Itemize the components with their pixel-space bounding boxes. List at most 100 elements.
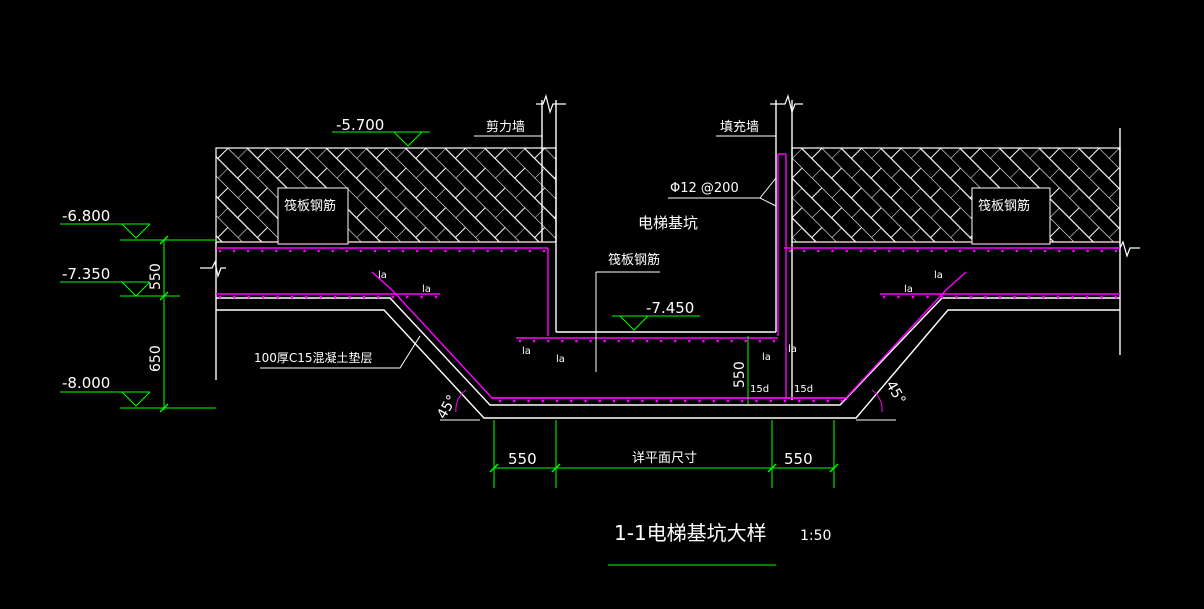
rebar-dot bbox=[405, 295, 409, 299]
drawing-scale: 1:50 bbox=[800, 528, 831, 544]
rebar-dot bbox=[845, 249, 848, 253]
rebar-dot bbox=[541, 399, 545, 403]
rebar-dot bbox=[261, 295, 265, 299]
rebar-dot bbox=[740, 399, 744, 403]
raft-rebar-label-right: 筏板钢筋 bbox=[978, 198, 1030, 214]
rebar-dot bbox=[1001, 249, 1004, 253]
drawing-title: 1-1电梯基坑大样 bbox=[614, 521, 767, 545]
elevation-pit-bottom: -8.000 bbox=[62, 374, 110, 392]
rebar-dot bbox=[840, 399, 844, 403]
infill-wall-label: 填充墙 bbox=[720, 119, 759, 135]
rebar-dot bbox=[955, 295, 958, 299]
rebar-dot bbox=[247, 295, 251, 299]
rebar-dot bbox=[783, 399, 787, 403]
dim-pit-depth: 650 bbox=[148, 345, 164, 372]
rebar-dot bbox=[972, 249, 976, 253]
rebar-dot bbox=[1043, 249, 1047, 253]
rebar-dot bbox=[575, 339, 578, 343]
rebar-dot bbox=[387, 249, 391, 253]
raft-rebar-label-left: 筏板钢筋 bbox=[284, 198, 336, 214]
rebar-dot bbox=[859, 249, 863, 253]
rebar-dot bbox=[233, 295, 236, 299]
rebar-dot bbox=[817, 249, 820, 253]
rebar-dot bbox=[716, 339, 719, 343]
la-label-6: la bbox=[556, 354, 565, 365]
rebar-dot bbox=[290, 295, 294, 299]
rebar-dot bbox=[373, 249, 377, 253]
rebar-dot bbox=[897, 295, 900, 299]
rebar-dot bbox=[345, 249, 349, 253]
rebar-dot bbox=[1071, 295, 1074, 299]
rebar-dot bbox=[702, 339, 705, 343]
elevation-raft-bottom: -7.350 bbox=[62, 265, 110, 283]
rebar-dot bbox=[420, 295, 423, 299]
rebar-dot bbox=[498, 399, 502, 403]
cushion-label: 100厚C15混凝土垫层 bbox=[254, 350, 373, 365]
anchor-15d-left: 15d bbox=[750, 384, 769, 395]
pit-name-label: 电梯基坑 bbox=[638, 214, 698, 232]
rebar-dot bbox=[362, 295, 366, 299]
rebar-dot bbox=[645, 339, 649, 343]
rebar-dot bbox=[802, 249, 806, 253]
rebar-dot bbox=[275, 249, 278, 253]
rebar-dot bbox=[512, 399, 516, 403]
rebar-dot bbox=[569, 399, 573, 403]
elevation-raft-top: -6.800 bbox=[62, 207, 110, 225]
rebar-dot bbox=[769, 399, 773, 403]
la-label-5: la bbox=[522, 346, 531, 357]
rebar-dot bbox=[944, 249, 948, 253]
rebar-dot bbox=[726, 399, 730, 403]
rebar-dot bbox=[984, 295, 987, 299]
rebar-dot bbox=[902, 249, 905, 253]
rebar-dot bbox=[631, 339, 635, 343]
rebar-dot bbox=[598, 399, 602, 403]
rebar-dot bbox=[882, 295, 886, 299]
rebar-dot bbox=[1015, 249, 1019, 253]
raft-label-box-left bbox=[277, 187, 349, 245]
rebar-dot bbox=[305, 295, 308, 299]
shear-wall-label: 剪力墙 bbox=[486, 119, 525, 135]
rebar-dot bbox=[542, 249, 546, 253]
rebar-dot bbox=[377, 295, 380, 299]
la-label-3: la bbox=[904, 284, 913, 295]
rebar-dot bbox=[555, 399, 559, 403]
rebar-dot bbox=[617, 339, 621, 343]
dimension-ticks bbox=[159, 235, 839, 473]
rebar-dot bbox=[1114, 249, 1118, 253]
dim-raft-thickness: 550 bbox=[148, 263, 164, 290]
dim-bottom-left: 550 bbox=[508, 450, 537, 468]
rebar-dot bbox=[514, 249, 518, 253]
rebar-dot bbox=[1056, 295, 1060, 299]
rebar-dot bbox=[472, 249, 475, 253]
rebar-dot bbox=[518, 339, 522, 343]
rebar-dot bbox=[589, 339, 592, 343]
rebar-dot bbox=[218, 249, 222, 253]
text-layer: -5.700 -6.800 -7.350 -8.000 -7.450 剪力墙 填… bbox=[62, 116, 1030, 545]
elevation-pit-floor: -7.450 bbox=[646, 299, 694, 317]
rebar-dot bbox=[659, 339, 663, 343]
dim-bottom-right: 550 bbox=[784, 450, 813, 468]
rebar-dot bbox=[486, 249, 489, 253]
elevation-top-ground: -5.700 bbox=[336, 116, 384, 134]
rebar-dot bbox=[1058, 249, 1061, 253]
dimension-lines bbox=[60, 131, 835, 566]
rebar-dot bbox=[1013, 295, 1016, 299]
rebar-dot bbox=[603, 339, 606, 343]
la-label-8: la bbox=[788, 344, 797, 355]
la-label-4: la bbox=[934, 270, 943, 281]
rebar-dot bbox=[655, 399, 659, 403]
la-label-1: la bbox=[378, 270, 387, 281]
rebar-dot bbox=[1027, 295, 1031, 299]
rebar-dot bbox=[527, 399, 530, 403]
raft-label-box-right bbox=[971, 187, 1051, 245]
rebar-dot bbox=[698, 399, 701, 403]
rebar-dot bbox=[730, 339, 733, 343]
rebar-dot bbox=[712, 399, 716, 403]
rebar-dot bbox=[744, 339, 748, 343]
rebar-dot bbox=[289, 249, 292, 253]
raft-rebar-label-center: 筏板钢筋 bbox=[608, 252, 660, 268]
la-label-7: la bbox=[762, 352, 771, 363]
rebar-dot bbox=[218, 295, 222, 299]
rebar-dot bbox=[1029, 249, 1033, 253]
